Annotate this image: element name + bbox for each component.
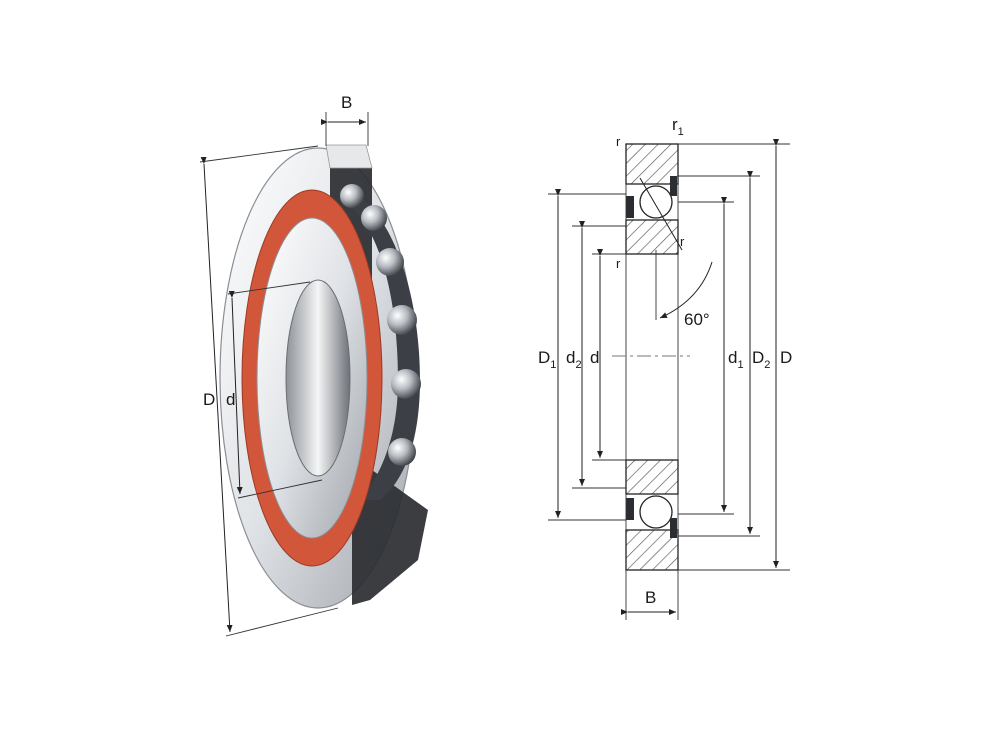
angle-arc: [659, 261, 713, 319]
label-d-bore: d: [226, 390, 235, 409]
seal-left-bottom: [626, 498, 634, 520]
label-r-inner: r: [616, 256, 621, 271]
label-b: B: [341, 93, 352, 112]
cut-face: [325, 144, 373, 169]
label-angle: 60°: [684, 310, 710, 329]
label-d1: d1: [728, 348, 744, 371]
dim-line-d-outer: [200, 156, 233, 633]
ball: [391, 369, 421, 399]
seal-left-top: [626, 196, 634, 218]
label-r-inner-right: r: [680, 234, 685, 249]
section-inner-ring-top: [625, 219, 679, 255]
ball: [361, 205, 387, 231]
section-inner-ring-bottom: [625, 459, 679, 495]
seal-right-bottom: [670, 518, 677, 538]
section-ball-bottom: [639, 495, 673, 529]
ball: [376, 248, 404, 276]
balls: [340, 184, 421, 466]
label-D: D: [780, 348, 792, 367]
label-r1: r1: [672, 115, 684, 138]
ball: [387, 305, 417, 335]
label-D1: D1: [538, 348, 556, 371]
bearing-3d-view: B D d: [199, 93, 428, 637]
label-d-outer: D: [203, 390, 215, 409]
section-outer-ring-bottom: [625, 529, 679, 571]
ball: [388, 438, 416, 466]
section-ball-top: [639, 185, 673, 219]
contact-angle-line: [639, 177, 683, 251]
ball: [340, 184, 364, 208]
label-r-top: r: [616, 134, 621, 149]
label-D2: D2: [752, 348, 770, 371]
label-d2: d2: [566, 348, 582, 371]
bearing-section-view: 60° r1 r r r D D2 d1 D1 d2: [538, 115, 792, 620]
label-d: d: [590, 348, 599, 367]
bore: [285, 279, 351, 477]
dim-line-d-bore: [228, 290, 243, 495]
section-outer-ring-top: [625, 143, 679, 185]
seal-right-top: [670, 176, 677, 196]
label-B-section: B: [645, 588, 656, 607]
